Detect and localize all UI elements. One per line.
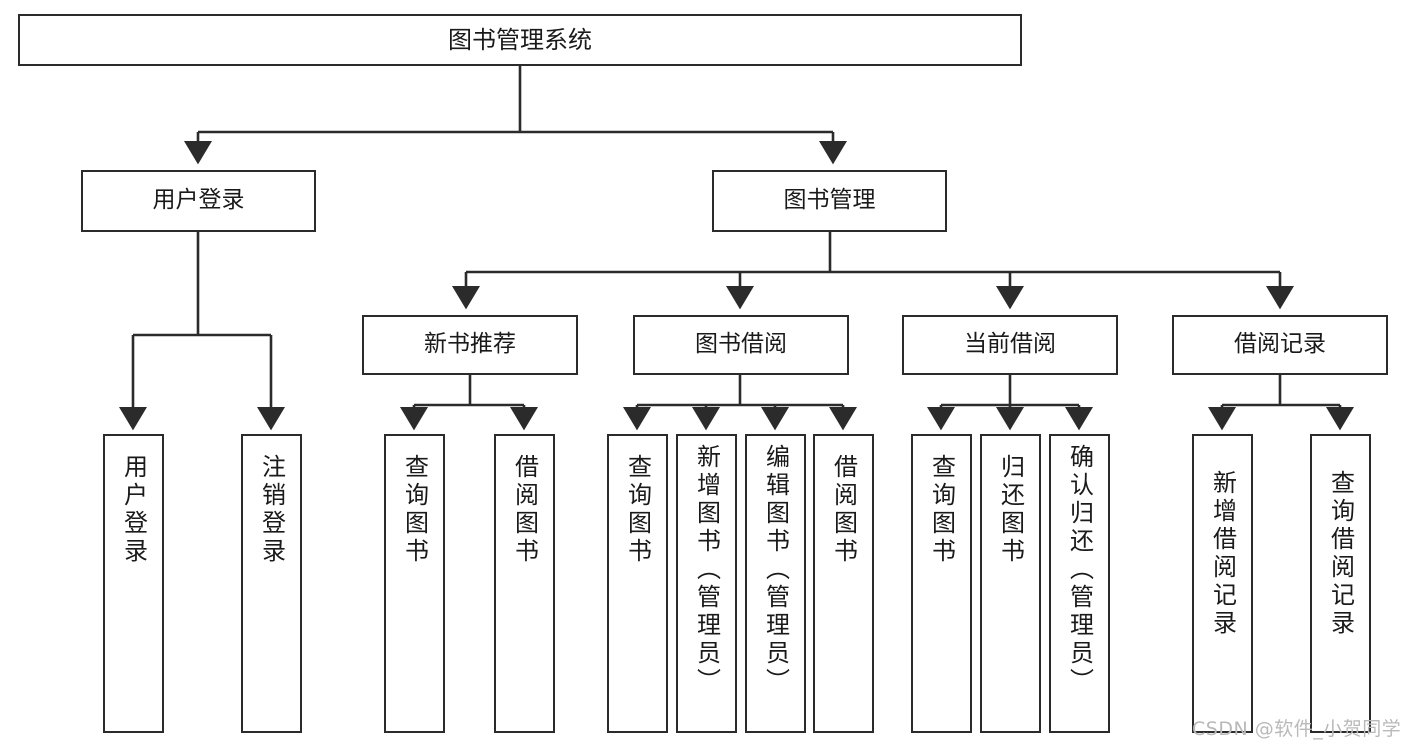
node-leaf-user-login-label: 用户登录	[119, 454, 148, 566]
node-new-book-recommend-label: 新书推荐	[424, 331, 516, 358]
node-leaf-add-book[interactable]: 新增图书（管理员）	[676, 434, 737, 733]
node-root[interactable]: 图书管理系统	[18, 14, 1022, 66]
node-book-borrow-label: 图书借阅	[695, 331, 787, 358]
node-book-borrow[interactable]: 图书借阅	[633, 315, 849, 375]
node-leaf-user-login[interactable]: 用户登录	[103, 434, 164, 733]
node-current-borrow-label: 当前借阅	[964, 331, 1056, 358]
node-user-login-label: 用户登录	[152, 187, 245, 214]
node-leaf-query-book-1-label: 查询图书	[400, 454, 429, 566]
node-leaf-borrow-book-1[interactable]: 借阅图书	[494, 434, 555, 733]
node-leaf-query-book-3-label: 查询图书	[927, 454, 956, 566]
node-current-borrow[interactable]: 当前借阅	[902, 315, 1118, 375]
node-leaf-return-book-label: 归还图书	[996, 454, 1025, 566]
node-book-manage-label: 图书管理	[783, 187, 876, 214]
node-leaf-edit-book[interactable]: 编辑图书（管理员）	[745, 434, 806, 733]
node-leaf-return-book[interactable]: 归还图书	[980, 434, 1041, 733]
node-leaf-query-record-label: 查询借阅记录	[1326, 470, 1355, 638]
node-borrow-record[interactable]: 借阅记录	[1172, 315, 1388, 375]
node-leaf-confirm-return-label: 确认归还（管理员）	[1065, 444, 1094, 696]
node-leaf-add-record-label: 新增借阅记录	[1208, 470, 1237, 638]
node-book-manage[interactable]: 图书管理	[712, 170, 947, 232]
node-leaf-query-book-2[interactable]: 查询图书	[607, 434, 668, 733]
node-leaf-query-book-2-label: 查询图书	[623, 454, 652, 566]
node-user-login[interactable]: 用户登录	[81, 170, 316, 232]
node-leaf-add-record[interactable]: 新增借阅记录	[1192, 434, 1253, 733]
node-leaf-user-logout[interactable]: 注销登录	[241, 434, 302, 733]
node-leaf-query-book-1[interactable]: 查询图书	[384, 434, 445, 733]
node-root-label: 图书管理系统	[448, 25, 592, 54]
node-leaf-edit-book-label: 编辑图书（管理员）	[761, 444, 790, 696]
node-leaf-borrow-book-2[interactable]: 借阅图书	[813, 434, 874, 733]
node-leaf-query-book-3[interactable]: 查询图书	[911, 434, 972, 733]
node-borrow-record-label: 借阅记录	[1234, 331, 1326, 358]
node-leaf-borrow-book-1-label: 借阅图书	[510, 454, 539, 566]
csdn-watermark: CSDN @软件_小贺同学	[1192, 718, 1402, 740]
node-leaf-borrow-book-2-label: 借阅图书	[829, 454, 858, 566]
node-leaf-user-logout-label: 注销登录	[257, 454, 286, 566]
node-leaf-add-book-label: 新增图书（管理员）	[692, 444, 721, 696]
node-leaf-query-record[interactable]: 查询借阅记录	[1310, 434, 1371, 733]
node-new-book-recommend[interactable]: 新书推荐	[362, 315, 578, 375]
node-leaf-confirm-return[interactable]: 确认归还（管理员）	[1049, 434, 1110, 733]
